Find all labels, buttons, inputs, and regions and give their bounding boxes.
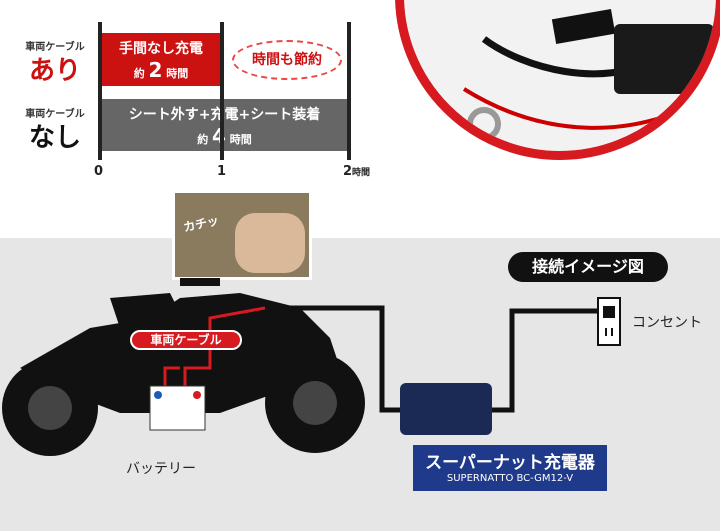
front-wheel-hub [293, 381, 337, 425]
with-cable-caption: 車両ケーブル [25, 42, 85, 53]
vehicle-cable-label: 車両ケーブル [130, 330, 242, 350]
with-cable-bar: 手間なし充電 約 2 時間 [100, 33, 222, 86]
axis-line-2 [347, 22, 351, 160]
axis-line-0 [98, 22, 102, 160]
hours-unit: 時間 [229, 133, 252, 146]
tick-unit: 時間 [352, 168, 371, 178]
with-cable-label: あり [28, 56, 81, 86]
outlet-label: コンセント [632, 315, 702, 331]
approx: 約 [133, 67, 145, 80]
time-saving-callout: 時間も節約 [232, 40, 342, 80]
cable-to-charger [265, 305, 402, 413]
tick-2-value: 2 [343, 164, 353, 179]
product-photo-circle [395, 0, 720, 160]
hand-image [235, 213, 305, 273]
rear-wheel-hub [28, 386, 72, 430]
hours-value: 2 [148, 58, 163, 82]
connection-diagram [2, 278, 621, 456]
cable-photo [462, 9, 714, 141]
with-cable-bar-title: 手間なし充電 [119, 41, 203, 57]
charger-name: スーパーナット充電器 [425, 453, 595, 473]
tick-0: 0 [94, 164, 104, 179]
axis-line-1 [220, 22, 224, 160]
charger-model: SUPERNATTO BC-GM12-V [446, 473, 574, 484]
cable-to-outlet [490, 308, 605, 413]
click-caption: カチッ [182, 213, 221, 235]
diagram-title: 接続イメージ図 [508, 252, 668, 282]
without-cable-caption: 車両ケーブル [25, 109, 85, 120]
without-cable-bar: シート外す+充電+シート装着 約 4 時間 [100, 99, 349, 151]
without-cable-label: なし [28, 123, 81, 153]
hours-unit: 時間 [166, 67, 189, 80]
without-cable-bar-title: シート外す+充電+シート装着 [128, 107, 321, 123]
tick-2: 2時間 [343, 164, 370, 179]
red-cable [183, 306, 266, 388]
red-cable-2 [163, 366, 180, 388]
charger-device [400, 383, 492, 435]
charger-name-box: スーパーナット充電器 SUPERNATTO BC-GM12-V [413, 445, 607, 491]
battery-label: バッテリー [126, 461, 196, 477]
connector-photo-inset: カチッ [172, 190, 312, 280]
outlet-icon [597, 297, 621, 346]
tick-1: 1 [217, 164, 227, 179]
approx: 約 [197, 133, 209, 146]
